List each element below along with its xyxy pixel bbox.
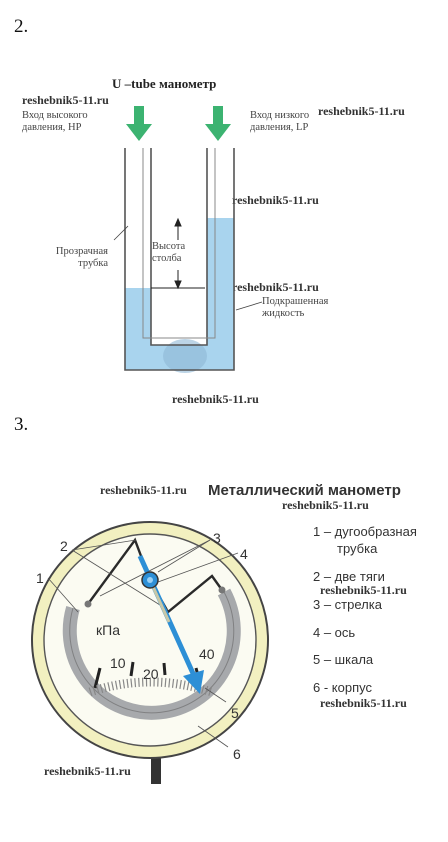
section-3-number: 3. <box>14 414 29 435</box>
callout-3: 3 <box>213 530 221 546</box>
transparent-tube <box>124 148 235 371</box>
watermark: reshebnik5-11.ru <box>232 280 319 294</box>
scale-label-20: 20 <box>143 666 159 682</box>
section-2-number: 2. <box>14 16 29 37</box>
callout-4: 4 <box>240 546 248 562</box>
tube-leader-line <box>113 225 129 241</box>
pivot-right <box>218 586 226 594</box>
callout-1: 1 <box>36 570 44 586</box>
legend-item-5: 5 – шкала <box>313 652 374 667</box>
low-pressure-arrow-icon <box>205 106 231 141</box>
legend-item-4: 4 – ось <box>313 625 356 640</box>
watermark: reshebnik5-11.ru <box>318 104 405 118</box>
legend-item-2: 2 – две тяги <box>313 569 385 584</box>
scale-minor-ticks <box>88 677 214 697</box>
scale-label-10: 10 <box>110 655 126 671</box>
u-tube-diagram <box>113 106 263 373</box>
watermark: reshebnik5-11.ru <box>282 498 369 512</box>
bourdon-tube-outline <box>69 591 235 714</box>
legend-item-1: 1 – дугообразная трубка <box>313 524 417 556</box>
pivot-left <box>84 600 92 608</box>
watermark: reshebnik5-11.ru <box>320 583 407 597</box>
watermark: reshebnik5-11.ru <box>320 696 407 710</box>
dial-unit: кПа <box>96 622 120 638</box>
metal-gauge-title: Металлический манометр <box>208 482 401 499</box>
gauge-stem <box>151 738 161 784</box>
needle-arrowhead-icon <box>183 670 204 694</box>
callout-6: 6 <box>233 746 241 762</box>
legend-item-3: 3 – стрелка <box>313 597 382 612</box>
watermark: reshebnik5-11.ru <box>44 764 131 778</box>
u-tube-title: U –tube манометр <box>112 76 217 91</box>
column-height-marker <box>151 217 205 290</box>
liquid-leader-line <box>235 301 263 311</box>
watermark: reshebnik5-11.ru <box>22 93 109 107</box>
high-pressure-arrow-icon <box>126 106 152 141</box>
watermark: reshebnik5-11.ru <box>100 483 187 497</box>
callout-5: 5 <box>231 705 239 721</box>
callout-2: 2 <box>60 538 68 554</box>
scale-label-40: 40 <box>199 646 215 662</box>
colored-liquid <box>125 218 234 373</box>
watermark: reshebnik5-11.ru <box>232 193 319 207</box>
watermark: reshebnik5-11.ru <box>172 392 259 406</box>
callout-leader-lines <box>47 539 239 748</box>
legend-item-6: 6 - корпус <box>313 680 372 695</box>
gauge-axis-center <box>147 577 153 583</box>
